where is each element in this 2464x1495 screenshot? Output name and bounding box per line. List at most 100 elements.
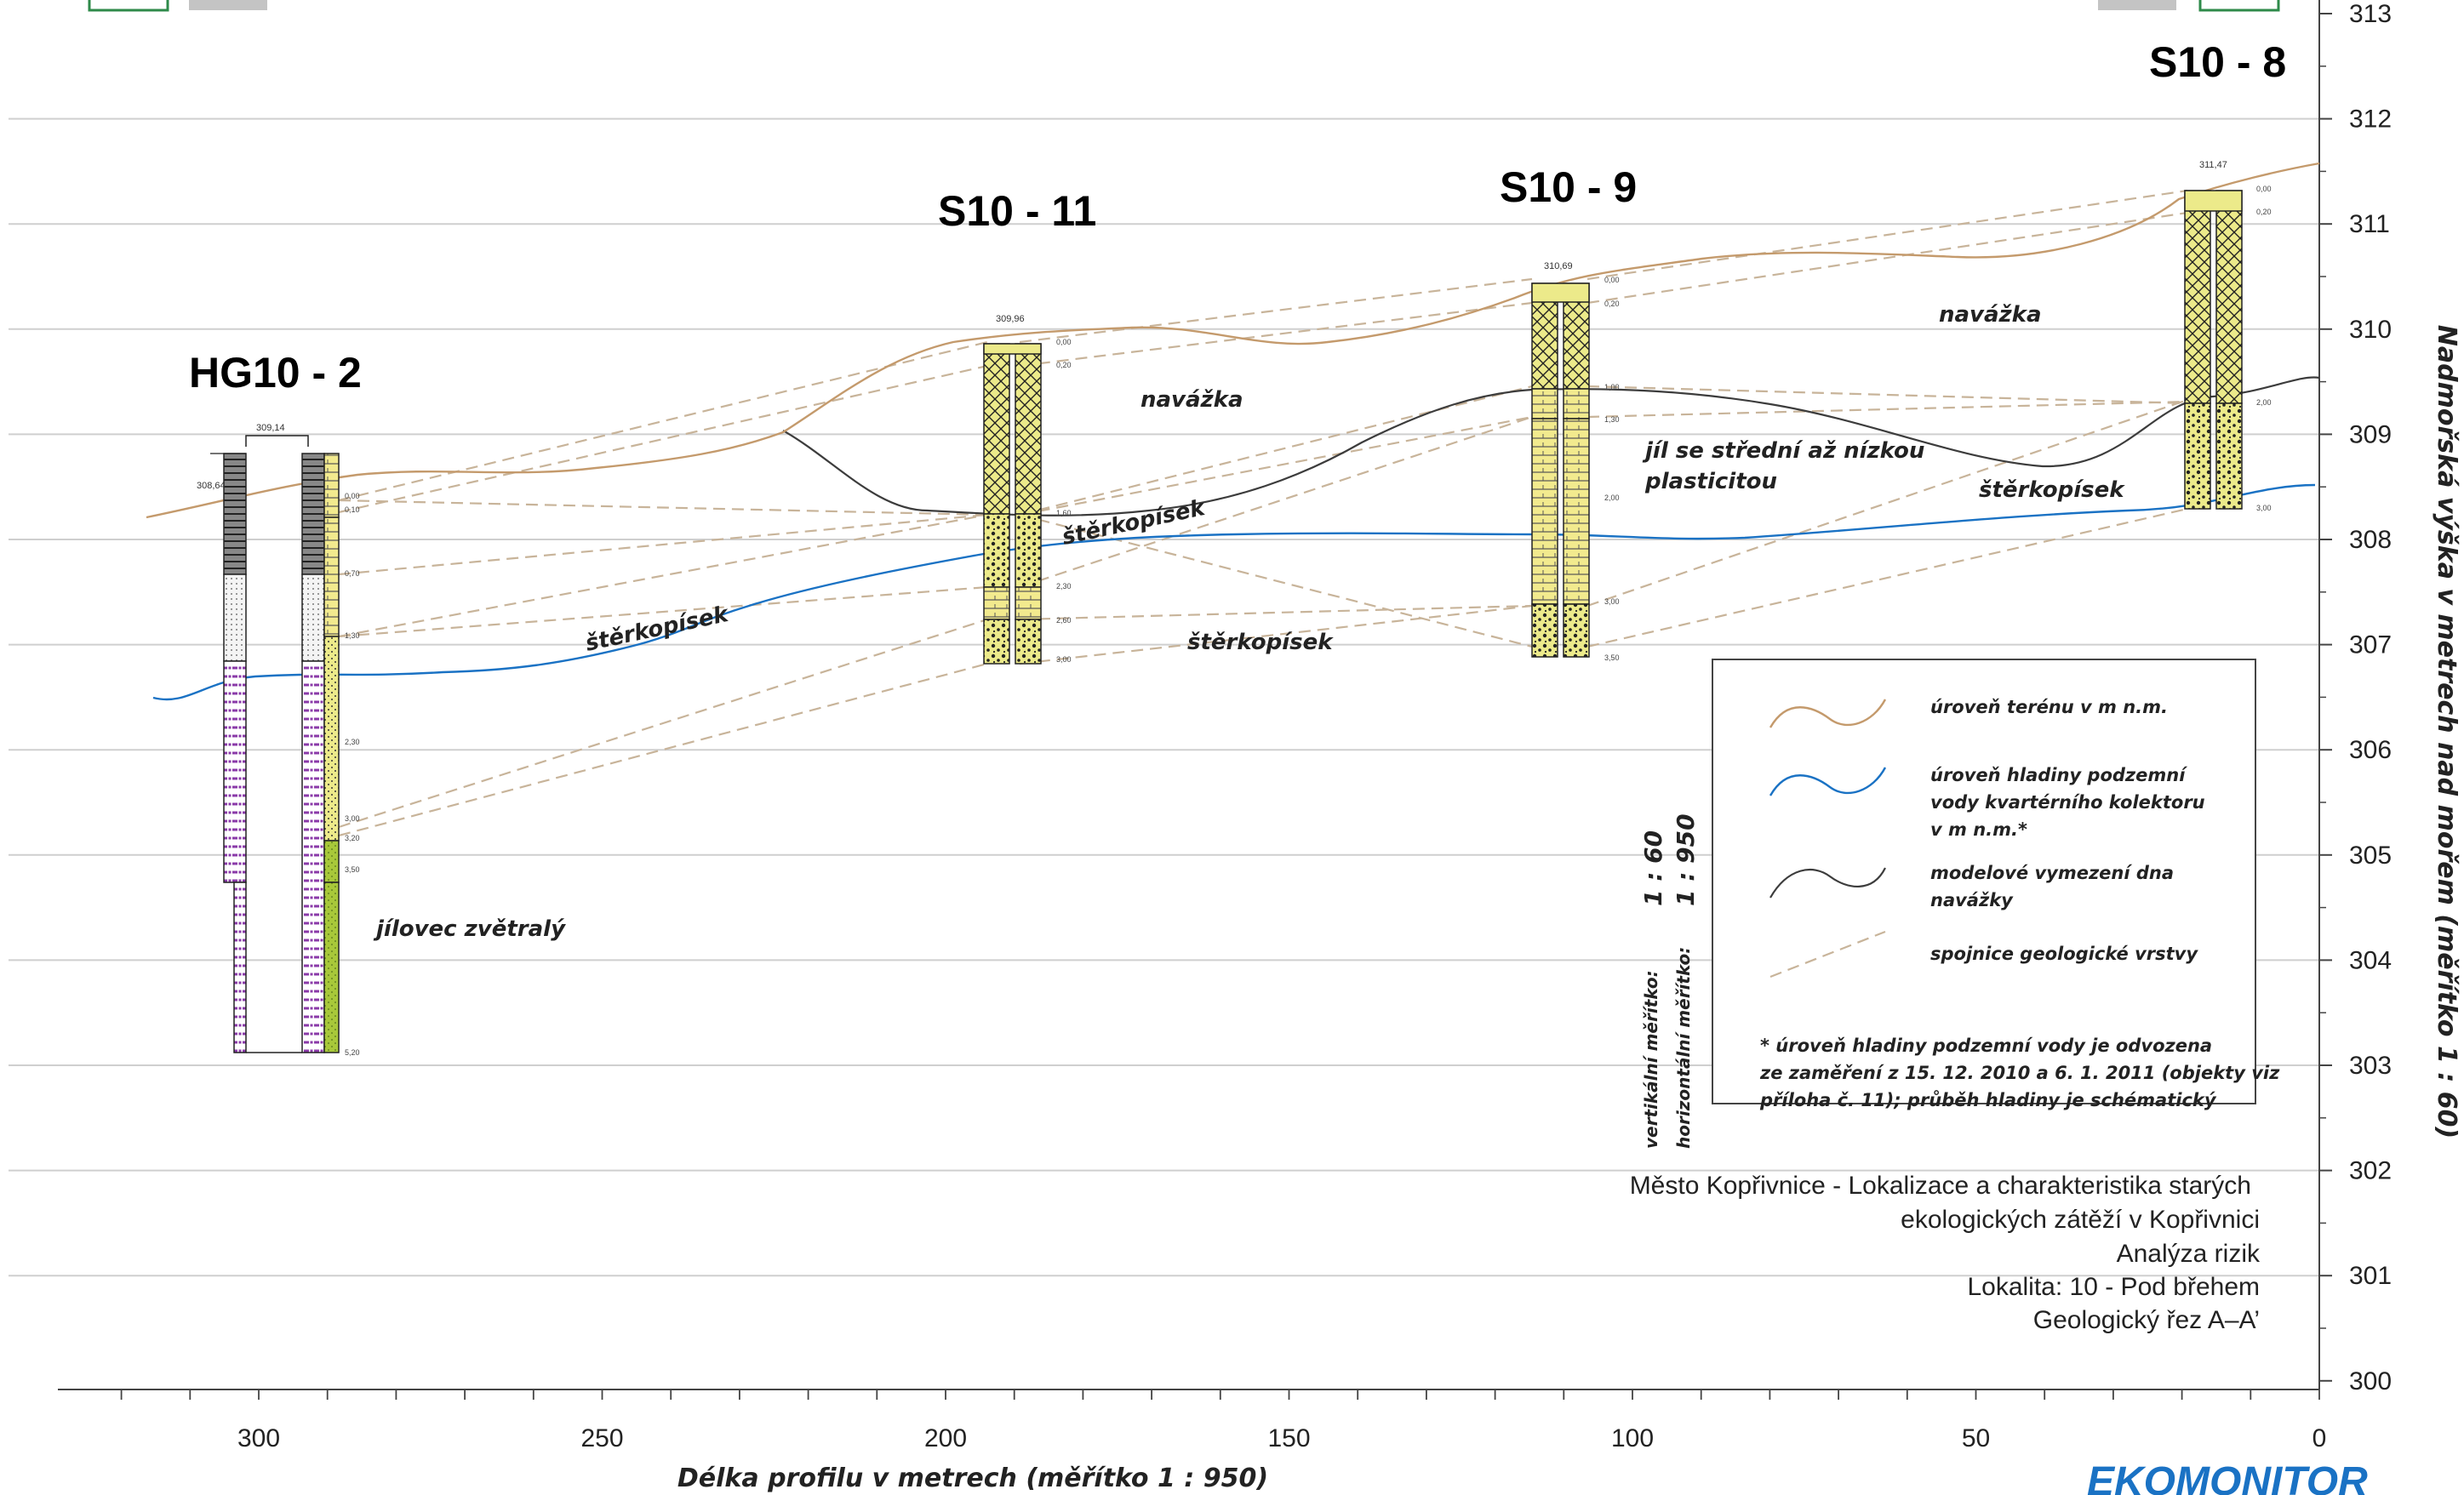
legend-note-1: * úroveň hladiny podzemní vody je odvoze…: [1760, 1036, 2212, 1056]
depth-label: 0,00: [1056, 338, 1072, 346]
borehole-hg10-2: [210, 435, 340, 1053]
right-tick-label: 310: [2349, 316, 2392, 344]
depth-label: 2,00: [1604, 494, 1620, 502]
legend-spojnice-label: spojnice geologické vrstvy: [1930, 944, 2198, 964]
x-axis-title: Délka profilu v metrech (měřítko 1 : 950…: [677, 1464, 1268, 1493]
depth-label: 0,20: [1056, 361, 1072, 369]
label-jil-1: jíl se střední až nízkou: [1642, 438, 1924, 464]
right-tick-label: 308: [2349, 526, 2392, 554]
label-jilovec: jílovec zvětralý: [373, 916, 566, 942]
right-tick-label: 300: [2349, 1367, 2392, 1395]
legend-water-swatch: [1769, 767, 1887, 796]
borehole-s10-11: [983, 343, 1042, 665]
scale-vertical-label: vertikální měřítko:: [1641, 970, 1661, 1149]
depth-label: 0,20: [1604, 300, 1620, 308]
depth-label: 3,50: [345, 865, 360, 874]
right-tick-label: 313: [2349, 0, 2392, 28]
legend-water-label-1: úroveň hladiny podzemní: [1930, 765, 2187, 785]
legend-model-label-2: navážky: [1930, 890, 2014, 910]
scale-horizontal-label: horizontální měřítko:: [1673, 947, 1694, 1149]
title-line-1: Město Kopřivnice - Lokalizace a charakte…: [1630, 1172, 2251, 1200]
water-level-line: [152, 483, 2316, 701]
bottom-tick-label: 250: [580, 1424, 623, 1452]
depth-label: 3,00: [2256, 504, 2272, 512]
right-tick-label: 302: [2349, 1157, 2392, 1185]
bottom-tick-label: 150: [1267, 1424, 1310, 1452]
title-line-3: Analýza rizik: [2117, 1240, 2261, 1268]
bottom-axis: 300 250 200 150 100 50 0: [58, 1389, 2326, 1452]
legend-note-3: příloha č. 11); průběh hladiny je schéma…: [1759, 1089, 2217, 1110]
scale-horizontal-value: 1 : 950: [1672, 813, 1700, 906]
borehole-label-s10-11: S10 - 11: [938, 187, 1096, 235]
borehole-label-hg10-2: HG10 - 2: [189, 349, 362, 397]
right-tick-label: 305: [2349, 842, 2392, 870]
depth-label: 3,20: [345, 834, 360, 842]
depth-label: 0,00: [345, 492, 360, 500]
bottom-tick-label: 300: [237, 1424, 280, 1452]
legend-spojnice-swatch: [1769, 930, 1886, 979]
title-line-2: ekologických zátěží v Kopřivnici: [1901, 1206, 2260, 1234]
borehole-s10-8: [2184, 190, 2243, 510]
right-tick-label: 303: [2349, 1052, 2392, 1080]
corner-marks: [88, 0, 2280, 12]
depth-label: 2,00: [2256, 398, 2272, 407]
depth-label: 1,30: [1604, 415, 1620, 424]
legend-terrain-swatch: [1769, 699, 1887, 728]
bottom-tick-label: 0: [2313, 1424, 2327, 1452]
terrain-line: [146, 162, 2320, 519]
label-sterkopisek-3: štěrkopísek: [1187, 630, 1334, 655]
borehole-label-s10-9: S10 - 9: [1500, 163, 1637, 211]
elev-s8: 311,47: [2199, 160, 2227, 170]
borehole-label-s10-8: S10 - 8: [2149, 38, 2286, 86]
bottom-tick-label: 200: [924, 1424, 967, 1452]
label-jil-2: plasticitou: [1644, 469, 1777, 494]
y-axis-title: Nadmořská výška v metrech nad mořem (měř…: [2432, 325, 2461, 1138]
depth-label: 1,30: [345, 631, 360, 640]
depth-label: 3,00: [1056, 655, 1072, 664]
label-sterkopisek-4: štěrkopísek: [1979, 477, 2125, 503]
bottom-tick-label: 50: [1962, 1424, 1990, 1452]
elev-s11: 309,96: [996, 314, 1025, 324]
label-sterkopisek-2: štěrkopísek: [583, 602, 732, 657]
borehole-s10-9: [1531, 282, 1590, 658]
depth-label: 2,60: [1056, 616, 1072, 625]
depth-label: 0,10: [345, 505, 360, 514]
elev-hg-a: 308,64: [197, 481, 226, 491]
depth-label: 0,00: [2256, 185, 2272, 193]
elev-hg-b: 309,14: [256, 423, 285, 433]
depth-label: 0,00: [1604, 276, 1620, 284]
legend-model-swatch: [1769, 867, 1886, 899]
right-tick-label: 311: [2349, 210, 2390, 238]
right-tick-label: 312: [2349, 106, 2392, 134]
label-navazka-2: navážka: [1939, 302, 2042, 328]
right-tick-label: 304: [2349, 946, 2392, 974]
legend: úroveň terénu v m n.m. úroveň hladiny po…: [1712, 659, 2280, 1110]
ekomonitor-logo: EKOMONITOR: [2087, 1459, 2368, 1495]
legend-note-2: ze zaměření z 15. 12. 2010 a 6. 1. 2011 …: [1759, 1063, 2280, 1083]
legend-model-label-1: modelové vymezení dna: [1930, 863, 2174, 883]
depth-label: 3,50: [1604, 653, 1620, 662]
right-tick-label: 306: [2349, 736, 2392, 764]
right-tick-label: 301: [2349, 1262, 2392, 1290]
depth-label: 2,30: [1056, 582, 1072, 591]
legend-water-label-3: v m n.m.*: [1930, 819, 2027, 840]
depth-label: 1,00: [1604, 383, 1620, 391]
title-line-5: Geologický řez A–A’: [2033, 1306, 2260, 1334]
label-navazka-1: navážka: [1141, 387, 1243, 413]
title-line-4: Lokalita: 10 - Pod břehem: [1967, 1273, 2260, 1301]
scale-vertical-value: 1 : 60: [1639, 830, 1667, 906]
depth-label: 5,20: [345, 1048, 360, 1057]
depth-label: 2,30: [345, 738, 360, 746]
right-axis: 313 312 311 310 309 308 307 306 305 304 303 302 301 3…: [2318, 0, 2392, 1395]
elev-s9: 310,69: [1544, 261, 1573, 271]
right-tick-label: 309: [2349, 420, 2392, 448]
depth-label: 3,00: [345, 814, 360, 823]
legend-water-label-2: vody kvartérního kolektoru: [1930, 792, 2205, 813]
legend-terrain-label: úroveň terénu v m n.m.: [1930, 697, 2168, 717]
depth-label: 0,20: [2256, 208, 2272, 216]
spojnice-lines: [338, 189, 2188, 837]
depth-label: 0,70: [345, 569, 360, 578]
bottom-tick-label: 100: [1611, 1424, 1654, 1452]
right-tick-label: 307: [2349, 631, 2392, 659]
